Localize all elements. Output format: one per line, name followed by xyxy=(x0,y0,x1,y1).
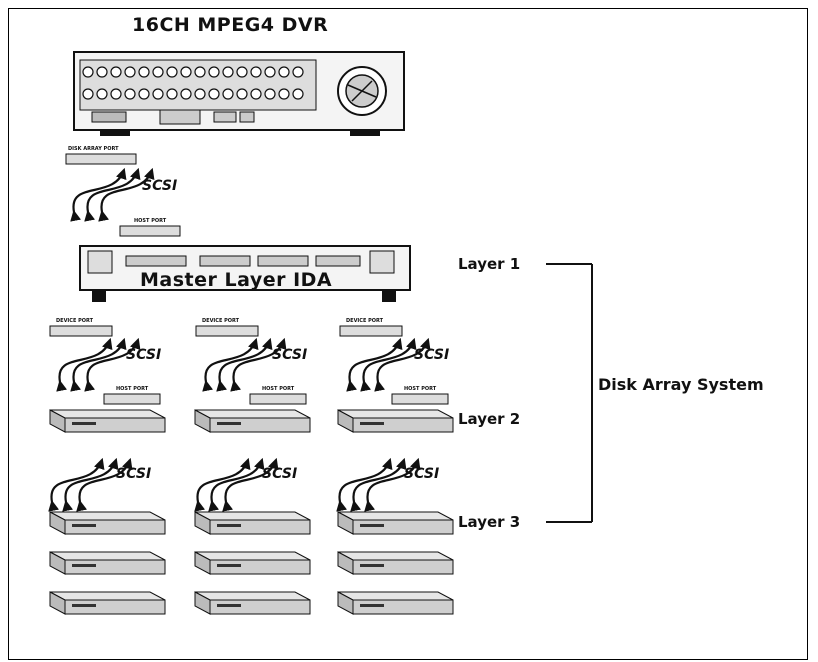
disk-device xyxy=(337,409,454,433)
scsi-label-l3-c: SCSI xyxy=(404,466,440,482)
host-port-label-b: HOST PORT xyxy=(262,386,295,392)
dvr-unit xyxy=(73,51,405,136)
layer-3-label: Layer 3 xyxy=(458,513,521,531)
device-port-label-c: DEVICE PORT xyxy=(346,318,384,324)
scsi-cable-l3-a xyxy=(48,457,133,512)
disk-device xyxy=(194,591,311,615)
disk-device xyxy=(337,511,454,535)
scsi-label-l2-b: SCSI xyxy=(272,347,308,363)
host-port-label-c: HOST PORT xyxy=(404,386,437,392)
disk-device xyxy=(337,551,454,575)
master-ida-unit xyxy=(79,245,411,302)
master-ida-label: Master Layer IDA xyxy=(140,269,333,291)
host-port-label-ida: HOST PORT xyxy=(134,218,167,224)
scsi-cables xyxy=(48,167,431,512)
disk-device xyxy=(194,511,311,535)
scsi-cable-l2-c xyxy=(346,337,431,392)
scsi-cable-dvr xyxy=(70,167,155,222)
layer-2-label: Layer 2 xyxy=(458,410,521,428)
system-bracket xyxy=(546,263,593,523)
scsi-label-l3-a: SCSI xyxy=(116,466,152,482)
scsi-cable-l2-a xyxy=(56,337,141,392)
port-connectors xyxy=(49,153,449,405)
disk-array-system-label: Disk Array System xyxy=(598,375,764,394)
diagram-frame xyxy=(8,8,808,660)
scsi-label-l3-b: SCSI xyxy=(262,466,298,482)
device-port-label-a: DEVICE PORT xyxy=(56,318,94,324)
dvr-title: 16CH MPEG4 DVR xyxy=(132,14,329,36)
scsi-label-l2-a: SCSI xyxy=(126,347,162,363)
scsi-cable-l2-b xyxy=(202,337,287,392)
disk-device xyxy=(49,409,166,433)
scsi-label-l2-c: SCSI xyxy=(414,347,450,363)
disk-array-port-label: DISK ARRAY PORT xyxy=(68,146,119,152)
scsi-label-dvr: SCSI xyxy=(142,178,178,194)
layer-1-label: Layer 1 xyxy=(458,255,521,273)
disk-device xyxy=(337,591,454,615)
disk-device xyxy=(49,591,166,615)
disk-device xyxy=(194,551,311,575)
scsi-cable-l3-c xyxy=(336,457,421,512)
host-port-label-a: HOST PORT xyxy=(116,386,149,392)
scsi-cable-l3-b xyxy=(194,457,279,512)
disk-device xyxy=(194,409,311,433)
disk-device xyxy=(49,551,166,575)
disk-device xyxy=(49,511,166,535)
disk-devices xyxy=(49,409,454,615)
device-port-label-b: DEVICE PORT xyxy=(202,318,240,324)
